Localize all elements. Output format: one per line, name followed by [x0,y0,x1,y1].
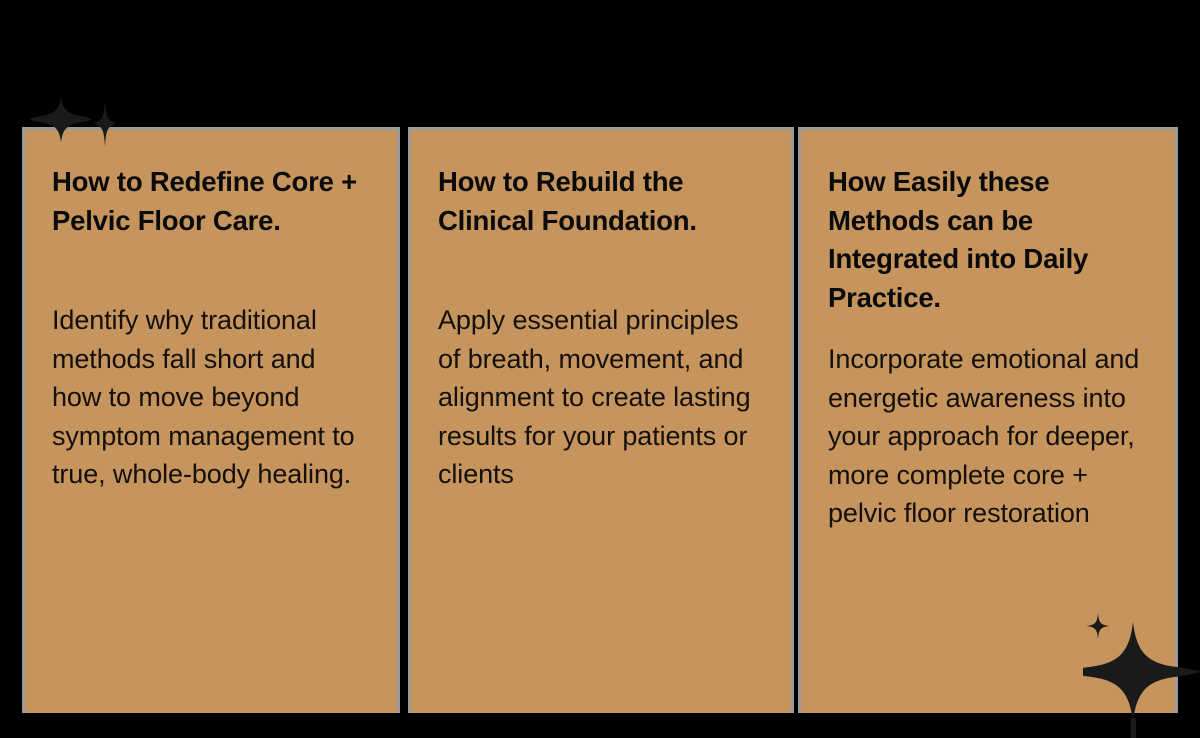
card-2-heading: How to Rebuild the Clinical Foundation. [438,166,697,236]
card-1-body: Identify why traditional methods fall sh… [52,305,355,489]
card-3-heading: How Easily these Methods can be Integrat… [828,166,1089,313]
card-3-content: How Easily these Methods can be Integrat… [801,130,1175,713]
card-3-body: Incorporate emotional and energetic awar… [828,344,1140,528]
card-1-content: How to Redefine Core + Pelvic Floor Care… [25,130,397,713]
content-card-1[interactable]: How to Redefine Core + Pelvic Floor Care… [22,127,400,713]
card-2-body: Apply essential principles of breath, mo… [438,305,751,489]
card-1-heading: How to Redefine Core + Pelvic Floor Care… [52,166,358,236]
card-2-content: How to Rebuild the Clinical Foundation. … [411,130,791,713]
content-card-2[interactable]: How to Rebuild the Clinical Foundation. … [408,127,794,713]
content-card-3[interactable]: How Easily these Methods can be Integrat… [798,127,1178,713]
